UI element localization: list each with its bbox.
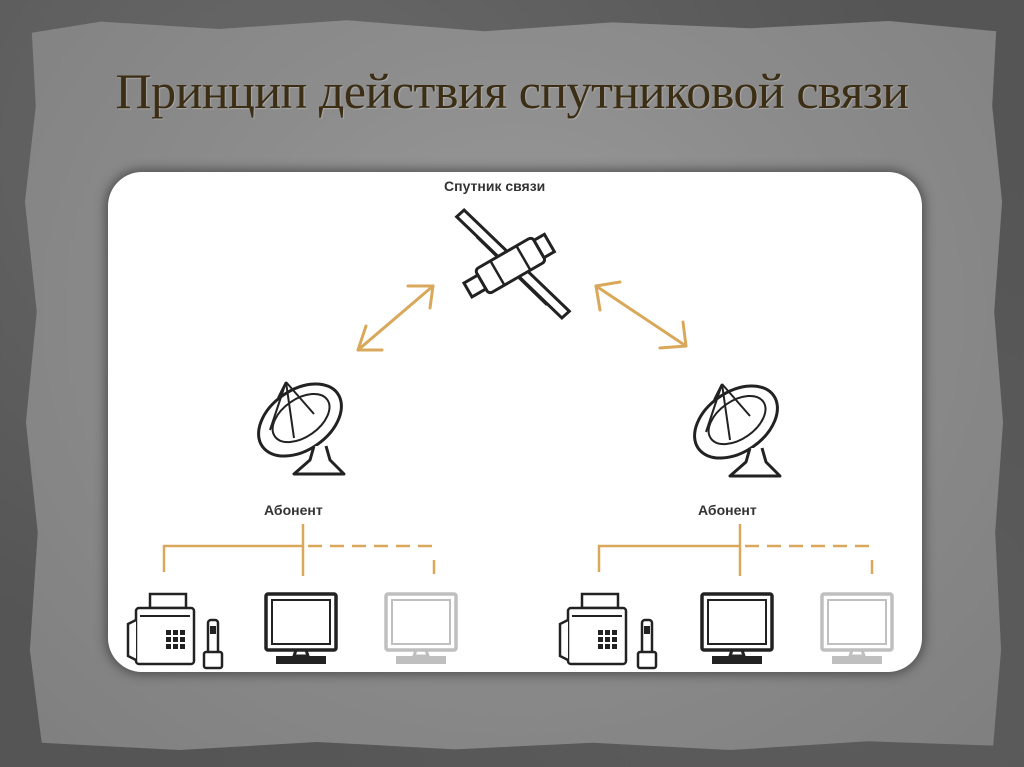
subscriber-right-label: Абонент — [698, 502, 757, 518]
monitor-icon — [700, 592, 774, 666]
fax-icon — [558, 592, 628, 666]
slide-title: Принцип действия спутниковой связи — [115, 63, 909, 119]
monitor-icon — [264, 592, 338, 666]
fax-icon — [126, 592, 196, 666]
double-arrow-icon — [356, 284, 435, 352]
double-arrow-icon — [594, 280, 688, 350]
monitor-icon — [820, 592, 894, 666]
dish-antenna-icon — [679, 369, 793, 478]
handset-icon — [636, 618, 658, 670]
monitor-icon — [384, 592, 458, 666]
handset-icon — [202, 618, 224, 670]
diagram-card: Спутник связи Абонент Абонент — [108, 172, 922, 672]
subscriber-left-label: Абонент — [264, 502, 323, 518]
satellite-label: Спутник связи — [444, 178, 546, 194]
network-lines-left — [162, 524, 436, 576]
satellite-icon — [454, 208, 572, 320]
network-lines-right — [597, 524, 874, 576]
diagram-canvas — [126, 208, 894, 670]
dish-antenna-icon — [243, 367, 357, 476]
